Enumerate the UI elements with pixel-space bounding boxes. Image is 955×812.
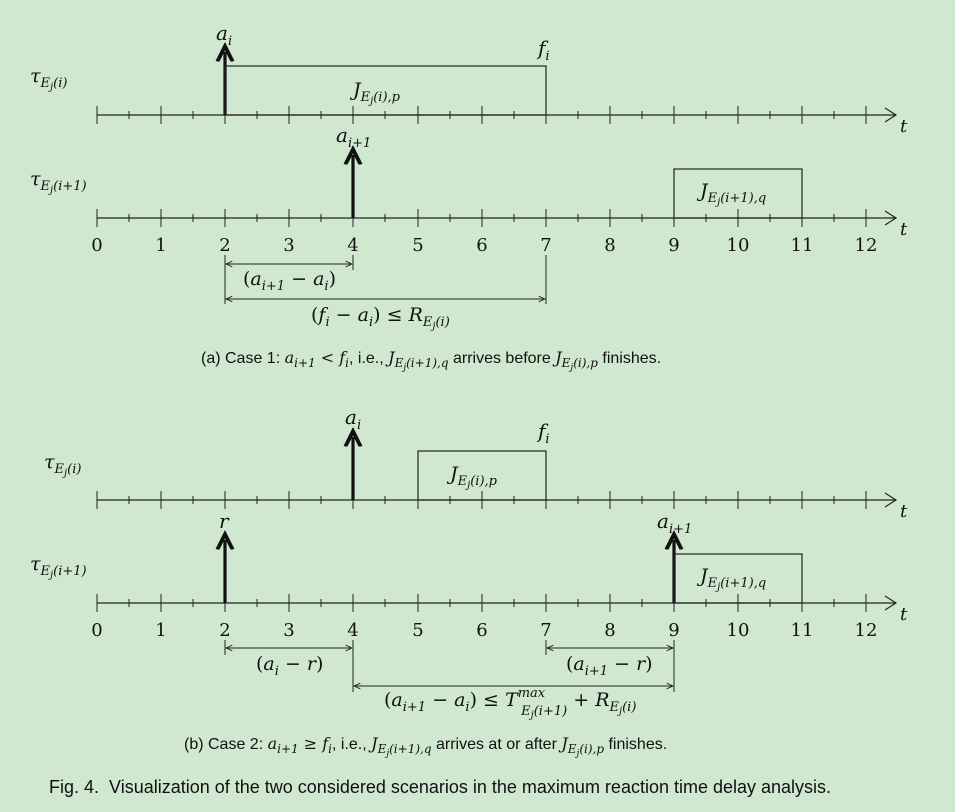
job-label-p: JEj(i),p bbox=[349, 79, 401, 107]
job-box-p bbox=[417, 450, 547, 501]
tick-label: 7 bbox=[540, 235, 551, 256]
tick-label: 7 bbox=[540, 620, 551, 641]
tick-label: 6 bbox=[476, 235, 487, 256]
tick-label: 2 bbox=[219, 235, 230, 256]
label-f-i: fi bbox=[536, 36, 550, 64]
figure-caption: Fig. 4. Visualization of the two conside… bbox=[49, 777, 831, 797]
job-box-p bbox=[224, 65, 547, 116]
axis-t-label: t bbox=[900, 116, 908, 137]
tick-label: 3 bbox=[283, 620, 294, 641]
axis-a1: t bbox=[96, 106, 908, 137]
label-f-i: fi bbox=[536, 419, 550, 447]
axis-t-label: t bbox=[900, 501, 908, 522]
tick-label: 3 bbox=[283, 235, 294, 256]
label-r: r bbox=[219, 509, 230, 533]
tick-label: 5 bbox=[412, 235, 423, 256]
tick-label: 11 bbox=[791, 235, 814, 256]
tick-label: 8 bbox=[604, 235, 615, 256]
tick-label: 12 bbox=[855, 235, 878, 256]
tick-label: 10 bbox=[727, 235, 750, 256]
label-a-i1: ai+1 bbox=[336, 123, 371, 151]
caption-b: (b) Case 2: ai+1 ≥ fi, i.e., JEj(i+1),q … bbox=[184, 734, 667, 759]
tick-label: 12 bbox=[855, 620, 878, 641]
axis-t-label: t bbox=[900, 219, 908, 240]
task-label-tau-ei: τEj(i) bbox=[30, 65, 67, 93]
job-box-q bbox=[673, 168, 803, 219]
tick-label: 1 bbox=[155, 235, 166, 256]
tick-label: 1 bbox=[155, 620, 166, 641]
measure-b1 bbox=[224, 640, 675, 692]
tick-labels-a: 0 1 2 3 4 5 6 7 8 9 10 11 12 bbox=[91, 235, 877, 256]
tick-label: 4 bbox=[347, 235, 358, 256]
job-label-q: JEj(i+1),q bbox=[696, 565, 766, 593]
job-label-q: JEj(i+1),q bbox=[696, 180, 766, 208]
axis-t-label: t bbox=[900, 604, 908, 625]
measure-label-ai1-minus-r: (ai+1 − r) bbox=[566, 653, 653, 679]
tick-label: 5 bbox=[412, 620, 423, 641]
tick-label: 4 bbox=[347, 620, 358, 641]
panel-a: τEj(i) bbox=[30, 21, 908, 373]
panel-b: τEj(i) bbox=[30, 405, 908, 759]
measure-label-ai1-minus-ai: (ai+1 − ai) bbox=[243, 268, 336, 294]
label-a-i1: ai+1 bbox=[657, 509, 692, 537]
tick-label: 0 bbox=[91, 235, 102, 256]
task-label-tau-ei1: τEj(i+1) bbox=[30, 168, 87, 196]
measure-label-ai-minus-r: (ai − r) bbox=[256, 653, 323, 679]
job-label-p: JEj(i),p bbox=[446, 463, 498, 491]
tick-label: 2 bbox=[219, 620, 230, 641]
measure-label-fi-minus-ai: (fi − ai) ≤ REj(i) bbox=[311, 304, 450, 332]
tick-labels-b: 0 1 2 3 4 5 6 7 8 9 10 11 12 bbox=[91, 620, 877, 641]
measure-a1 bbox=[224, 255, 547, 304]
tick-label: 6 bbox=[476, 620, 487, 641]
job-box-q bbox=[673, 553, 803, 604]
tick-label: 0 bbox=[91, 620, 102, 641]
label-a-i: ai bbox=[216, 21, 232, 49]
label-a-i: ai bbox=[345, 405, 361, 433]
tick-label: 10 bbox=[727, 620, 750, 641]
tick-label: 8 bbox=[604, 620, 615, 641]
tick-label: 9 bbox=[668, 620, 679, 641]
task-label-tau-ei1: τEj(i+1) bbox=[30, 553, 87, 581]
tick-label: 11 bbox=[791, 620, 814, 641]
task-label-tau-ei: τEj(i) bbox=[44, 451, 81, 479]
caption-a: (a) Case 1: ai+1 < fi, i.e., JEj(i+1),q … bbox=[201, 348, 661, 373]
tick-label: 9 bbox=[668, 235, 679, 256]
